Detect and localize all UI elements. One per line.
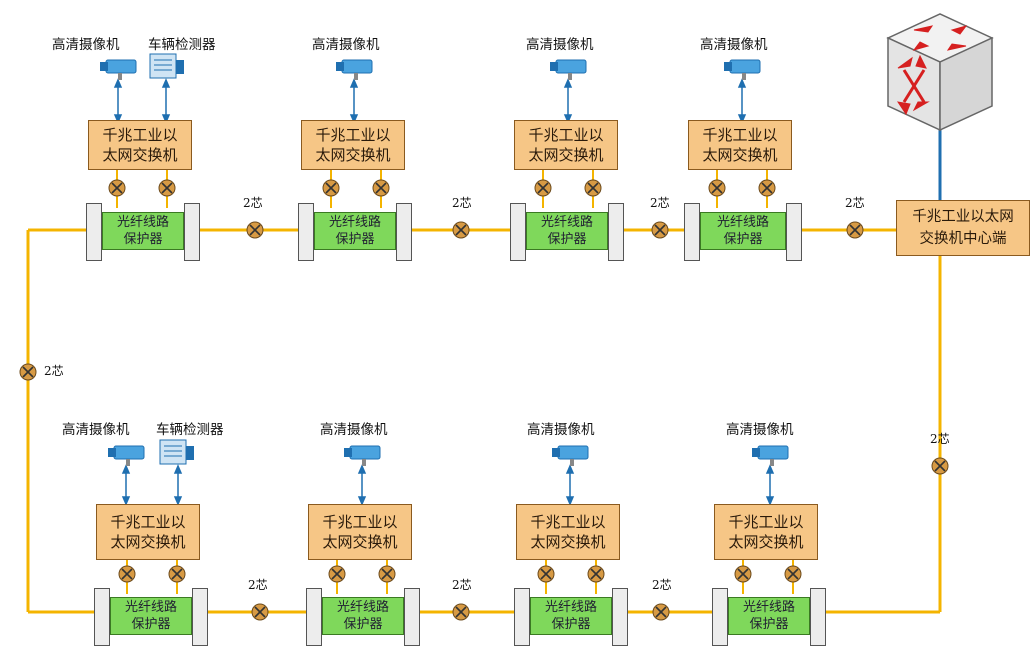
industrial-switch-box: 千兆工业以太网交换机 <box>301 120 405 170</box>
fiber-connector-icon <box>118 565 136 583</box>
vehicle-detector-icon <box>159 439 194 465</box>
fiber-connector-icon <box>931 457 949 475</box>
fiber-connector-icon <box>587 565 605 583</box>
fiber-connector-icon <box>651 221 669 239</box>
camera-icon <box>100 59 137 80</box>
camera-label: 高清摄像机 <box>312 37 380 53</box>
fiber-count-label: 2芯 <box>243 196 263 210</box>
fiber-protector: 光纤线路保护器 <box>684 203 802 261</box>
fiber-count-label: 2芯 <box>650 196 670 210</box>
industrial-switch-box: 千兆工业以太网交换机 <box>96 504 200 560</box>
fiber-connector-icon <box>452 221 470 239</box>
fiber-count-label: 2芯 <box>452 578 472 592</box>
camera-label: 高清摄像机 <box>52 37 120 53</box>
fiber-connector-icon <box>534 179 552 197</box>
detector-label: 车辆检测器 <box>148 37 216 53</box>
fiber-connector-icon <box>168 565 186 583</box>
industrial-switch-box: 千兆工业以太网交换机 <box>688 120 792 170</box>
industrial-switch-box: 千兆工业以太网交换机 <box>88 120 192 170</box>
camera-icon <box>550 59 587 80</box>
camera-icon <box>108 445 145 466</box>
detector-label: 车辆检测器 <box>156 422 224 438</box>
camera-icon <box>752 445 789 466</box>
fiber-connector-icon <box>251 603 269 621</box>
fiber-connector-icon <box>784 565 802 583</box>
fiber-protector: 光纤线路保护器 <box>306 588 420 646</box>
camera-icon <box>336 59 373 80</box>
fiber-connector-icon <box>19 363 37 381</box>
fiber-protector: 光纤线路保护器 <box>510 203 624 261</box>
fiber-count-label: 2芯 <box>845 196 865 210</box>
fiber-count-label: 2芯 <box>652 578 672 592</box>
fiber-connector-icon <box>108 179 126 197</box>
fiber-connector-icon <box>734 565 752 583</box>
fiber-count-label: 2芯 <box>930 432 950 446</box>
fiber-connector-icon <box>584 179 602 197</box>
fiber-count-label: 2芯 <box>44 364 64 378</box>
fiber-count-label: 2芯 <box>248 578 268 592</box>
camera-label: 高清摄像机 <box>700 37 768 53</box>
fiber-count-label: 2芯 <box>452 196 472 210</box>
network-switch-cube-icon <box>886 13 994 132</box>
fiber-connector-icon <box>652 603 670 621</box>
camera-label: 高清摄像机 <box>726 422 794 438</box>
fiber-connector-icon <box>758 179 776 197</box>
industrial-switch-box: 千兆工业以太网交换机 <box>714 504 818 560</box>
industrial-switch-box: 千兆工业以太网交换机 <box>514 120 618 170</box>
fiber-connector-icon <box>378 565 396 583</box>
fiber-protector: 光纤线路保护器 <box>94 588 208 646</box>
industrial-switch-box: 千兆工业以太网交换机 <box>308 504 412 560</box>
fiber-connector-icon <box>246 221 264 239</box>
fiber-protector: 光纤线路保护器 <box>298 203 412 261</box>
core-switch-box: 千兆工业以太网 交换机中心端 <box>896 200 1030 256</box>
fiber-connector-icon <box>322 179 340 197</box>
fiber-connector-icon <box>372 179 390 197</box>
camera-label: 高清摄像机 <box>527 422 595 438</box>
fiber-connector-icon <box>328 565 346 583</box>
camera-icon <box>724 59 761 80</box>
fiber-protector: 光纤线路保护器 <box>712 588 826 646</box>
fiber-connector-icon <box>158 179 176 197</box>
camera-label: 高清摄像机 <box>526 37 594 53</box>
fiber-connector-icon <box>537 565 555 583</box>
vehicle-detector-icon <box>149 53 184 79</box>
fiber-connector-icon <box>452 603 470 621</box>
camera-icon <box>552 445 589 466</box>
industrial-switch-box: 千兆工业以太网交换机 <box>516 504 620 560</box>
fiber-connector-icon <box>708 179 726 197</box>
fiber-protector: 光纤线路保护器 <box>86 203 200 261</box>
fiber-protector: 光纤线路保护器 <box>514 588 628 646</box>
camera-icon <box>344 445 381 466</box>
fiber-connector-icon <box>846 221 864 239</box>
camera-label: 高清摄像机 <box>320 422 388 438</box>
camera-label: 高清摄像机 <box>62 422 130 438</box>
